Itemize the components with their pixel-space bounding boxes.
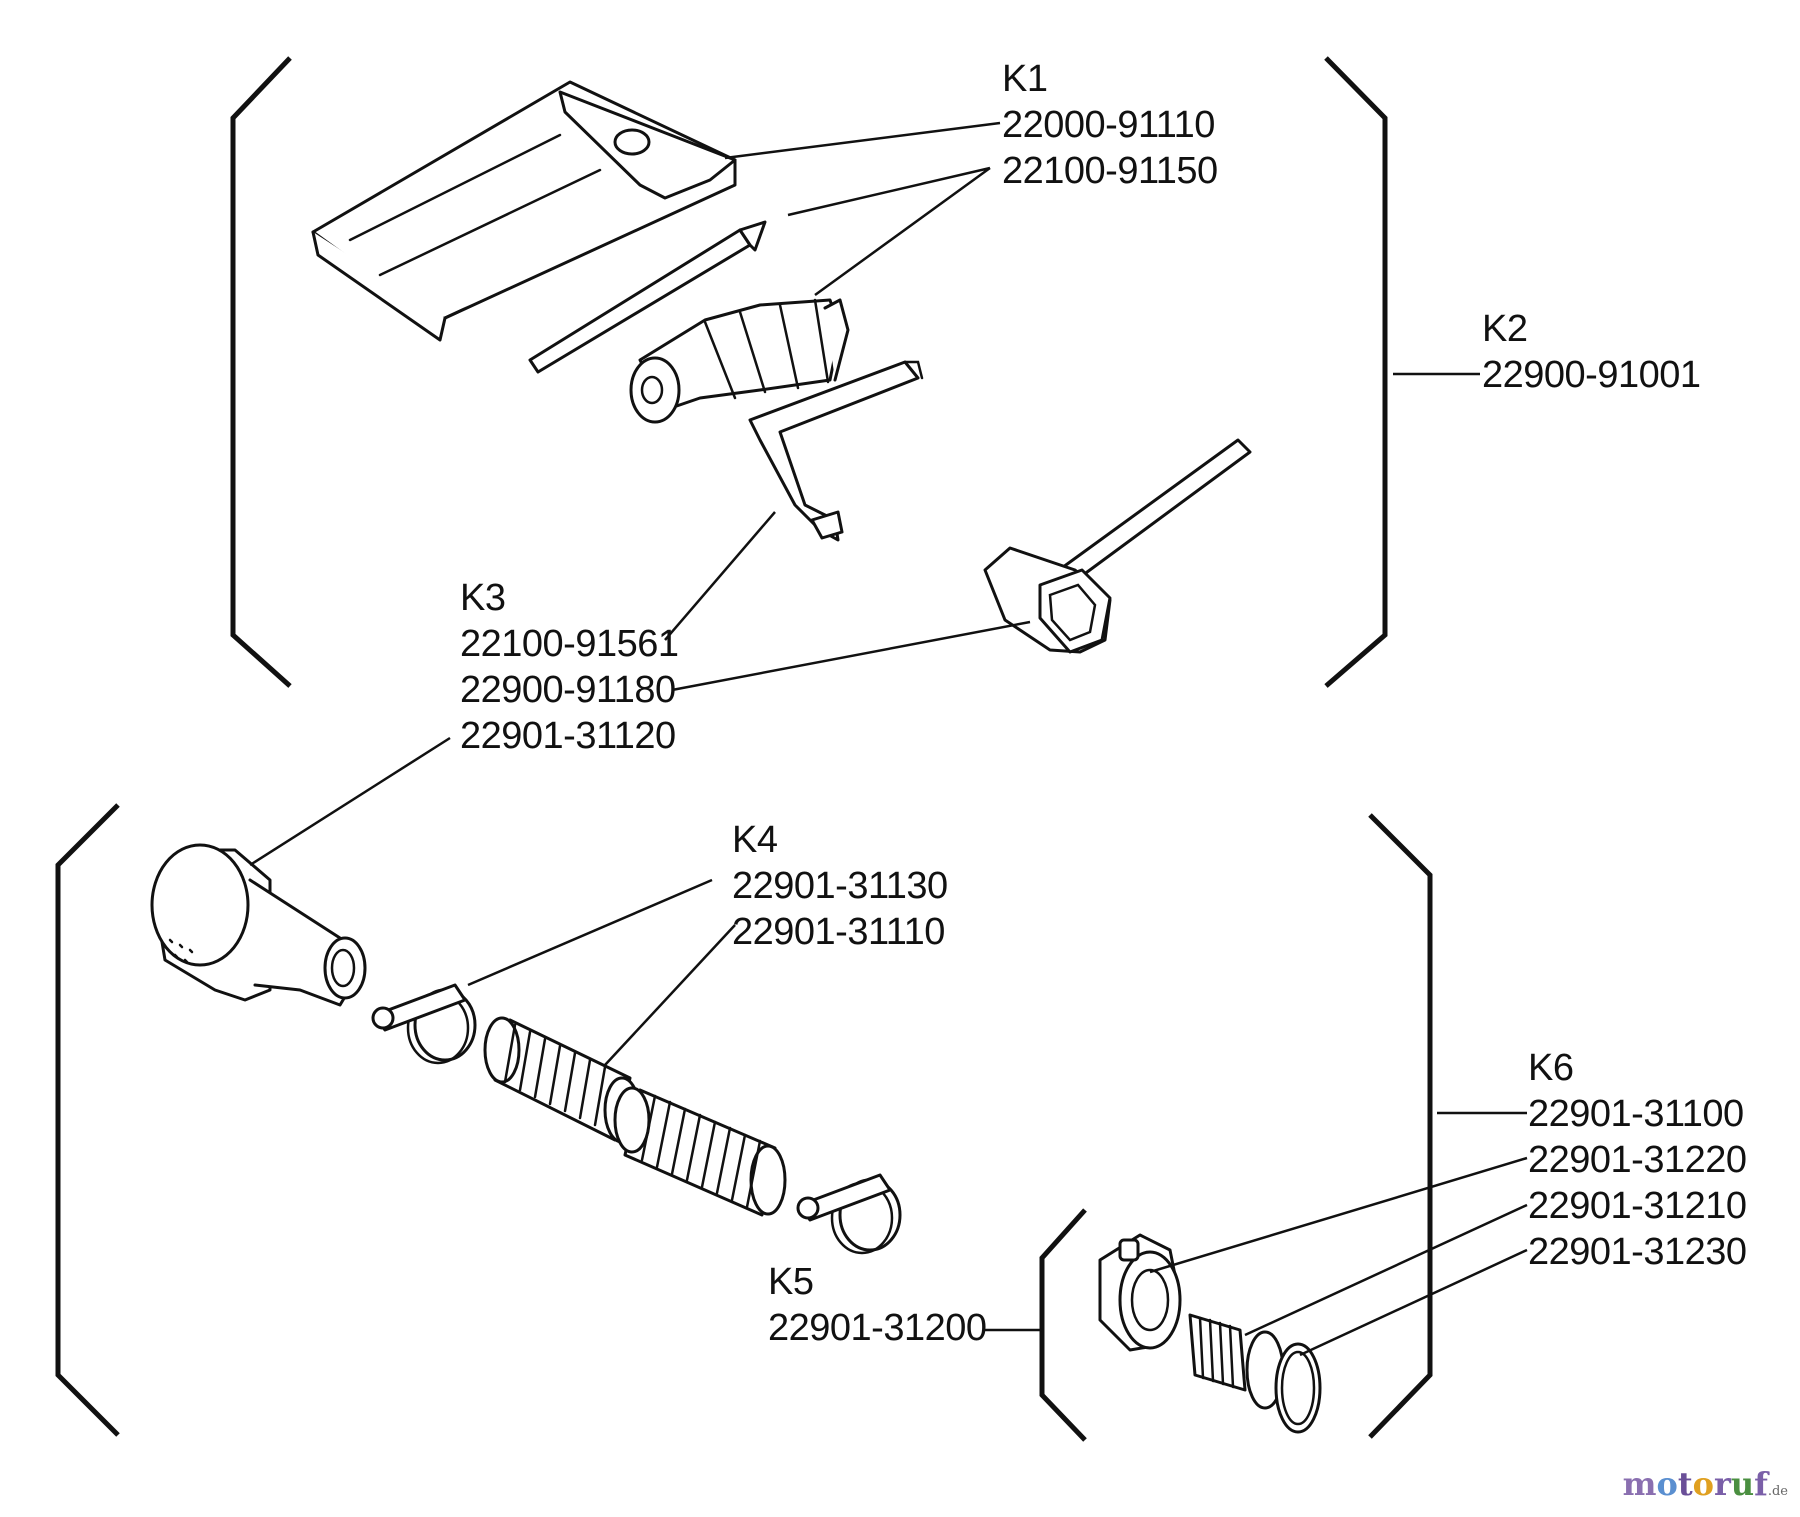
strainer-icon <box>150 843 367 1007</box>
label-k1-part-2: 22100-91150 <box>1002 150 1218 192</box>
watermark-letter: o <box>1656 1465 1678 1503</box>
hose-fitting-icon <box>1098 1233 1322 1434</box>
leader-lines <box>249 121 1528 1357</box>
bracket-k5-left <box>1039 1208 1087 1442</box>
hose-clamp-lower-icon <box>796 1173 902 1255</box>
watermark-letter: m <box>1622 1465 1657 1503</box>
label-k2-part-1: 22900-91001 <box>1482 354 1701 396</box>
hose-clamp-icon <box>371 983 477 1065</box>
watermark-letter: o <box>1692 1465 1714 1503</box>
label-k4-part-1: 22901-31130 <box>732 865 948 907</box>
label-k2-key: K2 <box>1482 308 1528 350</box>
label-k6: K6 22901-31100 22901-31220 22901-31210 2… <box>1528 1045 1747 1275</box>
bracket-lower-left <box>55 803 120 1437</box>
label-k3-part-2: 22900-91180 <box>460 669 676 711</box>
spark-plug-wrench-icon <box>983 438 1252 654</box>
label-k1: K1 22000-91110 22100-91150 <box>1002 56 1218 194</box>
watermark-letter: r <box>1713 1465 1731 1503</box>
label-k4: K4 22901-31130 22901-31110 <box>732 817 948 955</box>
label-k4-part-2: 22901-31110 <box>732 911 945 953</box>
watermark-tld: .de <box>1767 1484 1788 1499</box>
label-k3-part-1: 22100-91561 <box>460 623 679 665</box>
watermark-letter: u <box>1730 1465 1755 1503</box>
label-k3-key: K3 <box>460 577 506 619</box>
hose-lower-icon <box>613 1086 787 1217</box>
label-k6-part-4: 22901-31230 <box>1528 1231 1747 1273</box>
watermark-letter: f <box>1754 1465 1768 1503</box>
label-k2: K2 22900-91001 <box>1482 306 1701 398</box>
bracket-lower-right <box>1368 813 1433 1439</box>
bracket-upper-left <box>230 56 292 688</box>
label-k5: K5 22901-31200 <box>768 1259 987 1351</box>
label-k4-key: K4 <box>732 819 778 861</box>
label-k1-key: K1 <box>1002 58 1048 100</box>
tool-pouch-icon <box>311 80 737 342</box>
bracket-upper-right <box>1324 56 1388 688</box>
screwdriver-bit-icon <box>528 220 767 374</box>
label-k6-part-1: 22901-31100 <box>1528 1093 1744 1135</box>
label-k5-key: K5 <box>768 1261 814 1303</box>
label-k5-part-1: 22901-31200 <box>768 1307 987 1349</box>
label-k3-part-3: 22901-31120 <box>460 715 676 757</box>
watermark-letters: motoruf <box>1623 1465 1768 1503</box>
label-k6-key: K6 <box>1528 1047 1574 1089</box>
label-k6-part-2: 22901-31220 <box>1528 1139 1747 1181</box>
motoruf-watermark-link[interactable]: motoruf.de <box>1623 1465 1788 1503</box>
watermark-letter: t <box>1677 1465 1693 1503</box>
label-k3: K3 22100-91561 22900-91180 22901-31120 <box>460 575 679 759</box>
screwdriver-handle-icon <box>629 298 850 424</box>
label-k6-part-3: 22901-31210 <box>1528 1185 1747 1227</box>
label-k1-part-1: 22000-91110 <box>1002 104 1215 146</box>
hex-key-icon <box>748 360 924 542</box>
